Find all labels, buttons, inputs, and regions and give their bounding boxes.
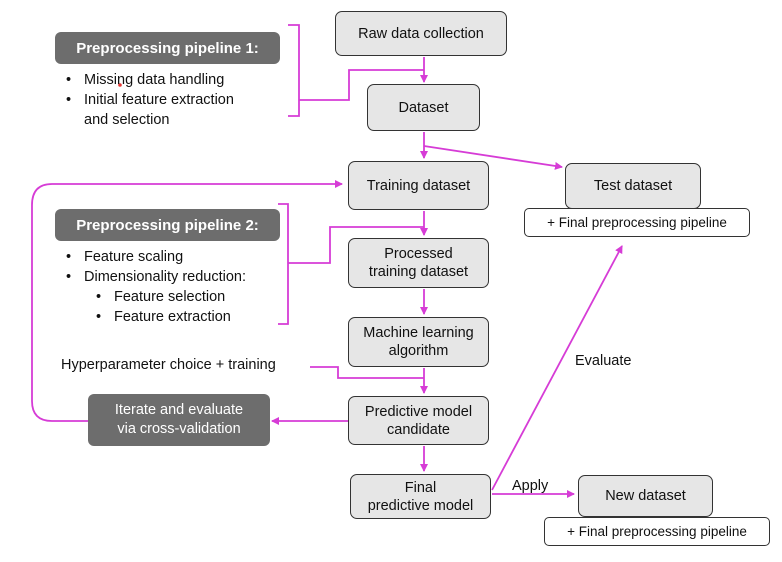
apply-label: Apply (512, 478, 549, 494)
new-dataset-box: New dataset (578, 475, 713, 517)
pipeline2-connector (288, 226, 424, 264)
dataset-box: Dataset (367, 84, 480, 131)
pipeline2-subitem: Feature extraction (62, 307, 282, 327)
predictive-model-candidate-box: Predictive model candidate (348, 396, 489, 445)
pipeline1-list: Missing data handling Initial feature ex… (62, 70, 282, 130)
pipeline1-title: Preprocessing pipeline 1: (55, 32, 280, 64)
raw-data-collection-box: Raw data collection (335, 11, 507, 56)
pipeline2-subitem: Feature selection (62, 287, 282, 307)
pipeline2-list: Feature scaling Dimensionality reduction… (62, 247, 282, 327)
final-predictive-model-box: Final predictive model (350, 474, 491, 519)
new-pipeline-box: + Final preprocessing pipeline (544, 517, 770, 546)
pipeline1-item: Initial feature extraction and selection (62, 90, 282, 130)
pipeline2-item: Feature scaling (62, 247, 282, 267)
feedback-loop (31, 180, 343, 422)
pipeline2-title: Preprocessing pipeline 2: (55, 209, 280, 241)
arrow-dataset-to-test (423, 145, 563, 170)
hyperparameter-connector (310, 366, 424, 379)
pipeline1-bracket (288, 24, 300, 117)
machine-learning-algorithm-box: Machine learning algorithm (348, 317, 489, 367)
pipeline1-connector (299, 69, 424, 101)
pipeline1-item: Missing data handling (62, 70, 282, 90)
training-dataset-box: Training dataset (348, 161, 489, 210)
hyperparameter-label: Hyperparameter choice + training (61, 357, 276, 373)
processed-training-dataset-box: Processed training dataset (348, 238, 489, 288)
pipeline2-item: Dimensionality reduction: (62, 267, 282, 287)
iterate-evaluate-box: Iterate and evaluate via cross-validatio… (88, 394, 270, 446)
pipeline2-bracket (278, 203, 289, 325)
arrow-evaluate (491, 245, 623, 491)
test-dataset-box: Test dataset (565, 163, 701, 209)
evaluate-label: Evaluate (575, 353, 632, 369)
test-pipeline-box: + Final preprocessing pipeline (524, 208, 750, 237)
